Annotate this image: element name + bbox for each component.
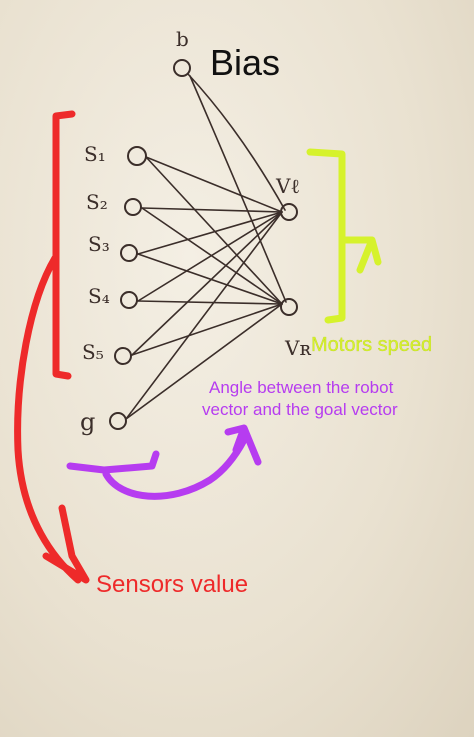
node-b [173,59,191,77]
label-s5: S₅ [82,340,104,364]
edge-g-vl [125,211,283,420]
edge-s5-vl [131,211,283,356]
label-b: b [176,27,189,51]
node-s5 [114,347,132,365]
purple-bracket [66,450,160,474]
nodes [109,59,298,430]
purple-arrow-curve [102,436,248,500]
node-labels: b S₁ S₂ S₃ S₄ S₅ g Vℓ Vʀ [80,27,311,436]
connections [125,73,287,420]
red-arrow-curve [14,254,82,584]
red-arrow-head [42,504,90,584]
edge-s4-vl [137,211,283,302]
label-g: g [80,408,95,436]
edge-s3-vr [137,253,283,305]
angle-label-line2: vector and the goal vector [202,400,398,419]
edge-b-vr [189,75,287,303]
red-bracket [52,110,76,380]
yellow-bracket [306,148,346,324]
node-vr [280,298,298,316]
node-vl [280,203,298,221]
edge-s4-vr [137,300,283,305]
node-g [109,412,127,430]
node-s2 [124,198,142,216]
node-s3 [120,244,138,262]
angle-label-line1: Angle between the robot [209,378,394,397]
sensors-value-label: Sensors value [96,571,248,598]
motors-annotation [306,148,382,324]
bias-label: Bias [210,42,280,83]
node-s1 [127,146,147,166]
label-s2: S₂ [86,190,108,214]
node-s4 [120,291,138,309]
edge-b-vl [187,73,286,211]
edge-s3-vl [137,211,283,255]
sensors-annotation [14,110,90,584]
edge-s5-vr [131,303,283,356]
label-s1: S₁ [84,142,106,166]
angle-annotation [66,424,262,500]
edge-g-vr [125,303,283,420]
label-s3: S₃ [88,232,110,256]
label-vr: Vʀ [284,336,311,360]
edge-s1-vr [145,156,283,305]
purple-arrow-head [224,424,262,466]
label-vl: Vℓ [275,174,300,198]
yellow-arrow [340,236,382,274]
label-s4: S₄ [88,284,110,308]
motors-speed-label: Motors speed [311,334,432,356]
edge-s1-vl [145,156,283,213]
edge-s2-vl [141,207,283,213]
